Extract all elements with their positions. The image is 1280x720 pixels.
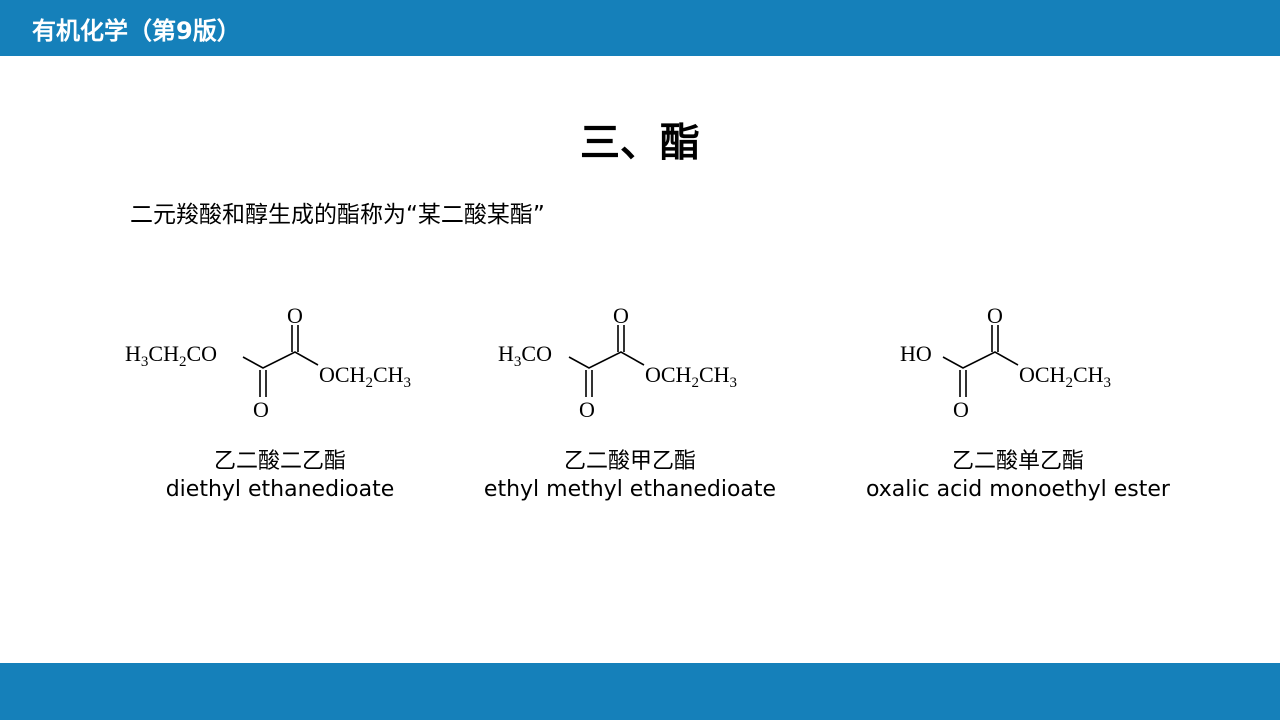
structure-monoethyl-oxalate: HO O O OCH2CH3 xyxy=(800,295,1140,435)
slide-title: 三、酯 xyxy=(580,120,700,166)
svg-text:H3CH2CO: H3CH2CO xyxy=(125,341,217,370)
svg-text:H3CO: H3CO xyxy=(498,341,552,370)
svg-text:OCH2CH3: OCH2CH3 xyxy=(1019,362,1111,391)
svg-text:O: O xyxy=(579,397,595,422)
structure-diethyl-oxalate: H3CH2CO O O OCH2CH3 xyxy=(100,295,440,435)
header-bar: 有机化学（第9版） xyxy=(0,0,1280,56)
name-en: diethyl ethanedioate xyxy=(165,477,395,502)
svg-text:O: O xyxy=(253,397,269,422)
structure-ethyl-methyl-oxalate: H3CO O O OCH2CH3 xyxy=(426,295,766,435)
name-cn: 乙二酸单乙酯 xyxy=(951,449,1084,474)
svg-text:O: O xyxy=(287,303,303,328)
course-title: 有机化学（第9版） xyxy=(32,17,241,45)
svg-text:O: O xyxy=(953,397,969,422)
svg-text:O: O xyxy=(613,303,629,328)
svg-text:O: O xyxy=(987,303,1003,328)
slide-subtitle: 二元羧酸和醇生成的酯称为“某二酸某酯” xyxy=(130,202,545,228)
svg-text:HO: HO xyxy=(900,341,932,366)
name-en: oxalic acid monoethyl ester xyxy=(866,477,1170,502)
footer-bar xyxy=(0,663,1280,720)
svg-text:OCH2CH3: OCH2CH3 xyxy=(645,362,737,391)
name-en: ethyl methyl ethanedioate xyxy=(483,477,777,502)
caption-monoethyl: 乙二酸单乙酯 oxalic acid monoethyl ester xyxy=(818,448,1218,504)
name-cn: 乙二酸二乙酯 xyxy=(213,449,346,474)
svg-text:OCH2CH3: OCH2CH3 xyxy=(319,362,411,391)
name-cn: 乙二酸甲乙酯 xyxy=(563,449,696,474)
caption-diethyl: 乙二酸二乙酯 diethyl ethanedioate xyxy=(80,448,480,504)
caption-ethyl-methyl: 乙二酸甲乙酯 ethyl methyl ethanedioate xyxy=(430,448,830,504)
